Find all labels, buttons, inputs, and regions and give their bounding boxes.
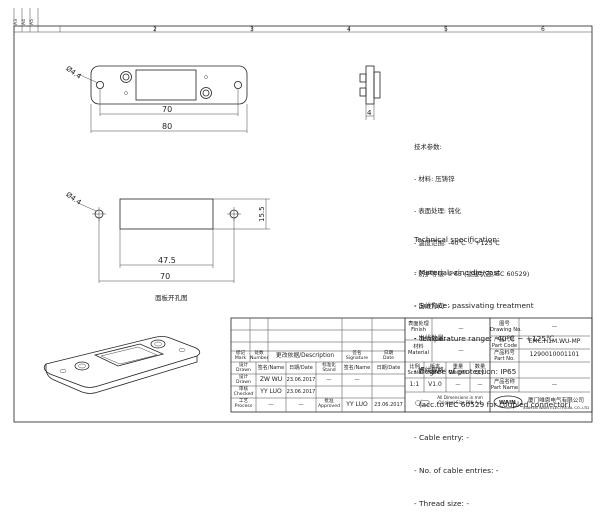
approved-name: YY LUO [346, 401, 368, 408]
isometric-view [43, 336, 201, 394]
role-process: 工艺 Process [234, 399, 253, 409]
material-label: 材料 Material [407, 344, 430, 356]
cutout-hole-dim: Ø4.4 [64, 191, 83, 207]
rev-label: 版本 REV. [429, 364, 441, 376]
drawn-name: ZW WU [259, 376, 283, 383]
cutout-dim-height: 15.5 [258, 206, 266, 222]
stand-name: — [354, 377, 360, 383]
col-name-header: 签名/Name [257, 365, 285, 371]
spec-en-line: - Cable entry: - [414, 433, 469, 442]
column-ruler: 2 3 4 5 6 [59, 26, 545, 33]
header-number: 处数 Number [250, 351, 269, 361]
front-dim-inner: 70 [162, 105, 172, 114]
spec-cn-line: - 出线数量: - [414, 333, 451, 342]
spec-en-line: (acc.to IEC 60529 for coupled connector) [414, 400, 571, 409]
qty-label: 数量 Qty. [474, 364, 486, 376]
spec-en-line: - Thread size: - [414, 499, 470, 508]
approved-date: 23.06.2017 [374, 402, 403, 408]
cutout-caption: 面板开孔图 [155, 293, 188, 302]
spec-cn-line: - 防护等级: IP65 (锁接状态,IEC 60529) [414, 270, 530, 279]
projection-symbol-icon [415, 400, 421, 406]
drawing-no-label: 图号 Drawing No. [490, 321, 522, 333]
tech-spec-cn: 技术参数: - 材料: 压铸锌 - 表面处理: 钝化 - 温度范围: -40℃ … [414, 121, 529, 386]
role-drawn: 设计 Drawn [236, 363, 251, 373]
spec-cn-line: - 表面处理: 钝化 [414, 206, 461, 215]
spec-cn-line: 技术参数: [414, 143, 442, 152]
col-num-2: 2 [153, 26, 157, 33]
col-date-header-2: 日期/Date [376, 365, 401, 371]
header-signature: 签名 Signature [345, 351, 369, 361]
corner-mark-1: A3 [13, 19, 19, 25]
process-name: — [268, 402, 274, 408]
weight-label: 重量 Weight [448, 364, 468, 376]
col-date-header: 日期/Date [289, 365, 313, 371]
front-dim-outer: 80 [162, 122, 172, 131]
side-dim-thickness: 4 [367, 109, 372, 117]
spec-cn-line: - 温度范围: -40℃ ~ +125℃ [414, 238, 500, 247]
header-date: 日期 Date [383, 351, 394, 361]
company-name: 厦门唯恩电气有限公司 [528, 398, 584, 404]
qty-value: — [477, 382, 483, 388]
weight-value: — [455, 382, 461, 388]
part-no-value: 1290010001101 [529, 351, 580, 358]
part-name-value: — [551, 382, 558, 388]
finish-value: — [458, 326, 464, 332]
scale-label: 比例 Scale [407, 364, 422, 376]
company-logo-icon [493, 395, 523, 409]
checked-name: YY LUO [260, 388, 282, 395]
spec-en-line: - Temperature range: -40℃ ~ +125℃ [414, 334, 555, 343]
side-view: 4 [359, 65, 381, 120]
part-code-value: EMC.H1M.WU-MP [528, 338, 581, 345]
corner-mark-3: A5 [29, 19, 35, 25]
cutout-dim-pitch: 70 [160, 272, 170, 281]
units-note: All Dimensions in mm Original Size DIN A… [437, 395, 483, 405]
role-checked: 审核 Checked [233, 387, 254, 397]
part-no-label: 产品料号 Part No. [494, 350, 515, 362]
drawn-date: 23.06.2017 [286, 377, 316, 383]
corner-marks: A3 A4 A5 [13, 8, 39, 32]
spec-en-line: - Degree of protection: IP65 [414, 367, 517, 376]
spec-en-line: - Material: zinc die-cast [414, 268, 501, 277]
inner-frame [13, 31, 593, 423]
front-view: Ø4.4 70 80 [64, 65, 248, 133]
finish-label: 表面处理 Finish [408, 321, 429, 333]
approved-label: 批准 Approved [317, 399, 341, 409]
scale-value: 1:1 [409, 381, 420, 388]
cutout-dim-width: 47.5 [158, 256, 176, 265]
spec-cn-line: - 材料: 压铸锌 [414, 174, 455, 183]
company-name-en: XIAMEN WAIN ELECTRICAL CO.,LTD [522, 405, 590, 410]
spec-cn-line: - 螺纹规格: - [414, 365, 451, 374]
spec-cn-line: - 出线方向: - [414, 302, 451, 311]
spec-en-line: - Surface: passivating treatment [414, 301, 534, 310]
drawing-sheet: A3 A4 A5 2 3 4 5 6 Ø4.4 70 [13, 8, 593, 423]
spec-en-line: Technical specification: [414, 235, 500, 244]
col-num-4: 4 [347, 26, 351, 33]
part-name-label: 产品名称 Part Name [490, 379, 519, 391]
rev-value: V1.0 [428, 381, 442, 388]
spec-en-line: - No. of cable entries: - [414, 466, 499, 475]
front-hole-dim: Ø4.4 [64, 65, 83, 81]
col-num-3: 3 [250, 26, 254, 33]
title-block: WAIN [230, 317, 593, 413]
header-mark: 标记 Mark [234, 351, 247, 361]
col-num-5: 5 [444, 26, 448, 33]
stand-value: — [326, 377, 332, 383]
part-code-label: 产品代号 Part Code [491, 337, 518, 349]
corner-mark-2: A4 [21, 19, 27, 25]
role-drawn-label: 设计 Drawn [236, 375, 251, 385]
drawing-no-value: — [551, 324, 558, 330]
col-name-header-2: 签名/Name [343, 365, 371, 371]
header-description: 更改依据/Description [275, 353, 335, 359]
material-value: — [458, 348, 464, 354]
checked-date: 23.06.2017 [286, 389, 316, 395]
process-date: — [298, 402, 304, 408]
col-stand-header: 标准化 Stand [322, 363, 336, 373]
col-num-6: 6 [541, 26, 545, 33]
company-logo-text: WAIN [499, 400, 516, 406]
cutout-view: Ø4.4 15.5 47.5 70 面板开孔图 [64, 191, 270, 302]
